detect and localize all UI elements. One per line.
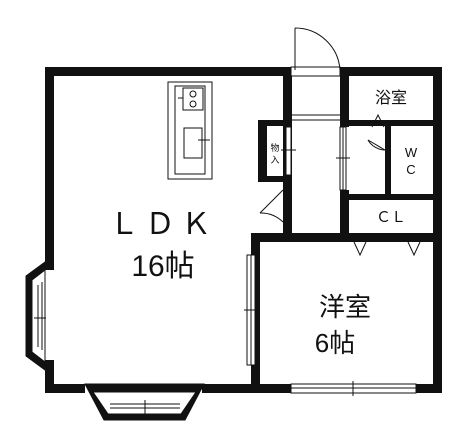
ldk-door bbox=[259, 189, 284, 223]
bay-window-bottom bbox=[84, 383, 205, 421]
partition-window bbox=[244, 254, 258, 366]
storage-label-2: 入 bbox=[270, 155, 279, 165]
kitchen-counter bbox=[167, 81, 213, 180]
window-western-bottom bbox=[290, 381, 417, 396]
closet-label: ＣＬ bbox=[376, 209, 406, 226]
western-room-label: 洋室 bbox=[319, 292, 371, 322]
wc-label-w: W bbox=[405, 145, 418, 160]
bath-door bbox=[371, 113, 385, 128]
wc-label-c: C bbox=[406, 162, 415, 177]
storage-door bbox=[281, 126, 296, 176]
bay-window-left bbox=[25, 261, 46, 371]
corridor bbox=[292, 114, 350, 191]
storage-label-1: 物 bbox=[270, 142, 279, 153]
wc-door bbox=[367, 139, 386, 151]
western-room-size-label: 6帖 bbox=[315, 328, 355, 358]
ldk-size-label: 16帖 bbox=[131, 250, 194, 283]
entrance-door bbox=[290, 27, 341, 77]
bath-label: 浴室 bbox=[375, 89, 407, 107]
ldk-label: ＬＤＫ bbox=[109, 208, 217, 241]
closet-doors bbox=[349, 200, 433, 257]
